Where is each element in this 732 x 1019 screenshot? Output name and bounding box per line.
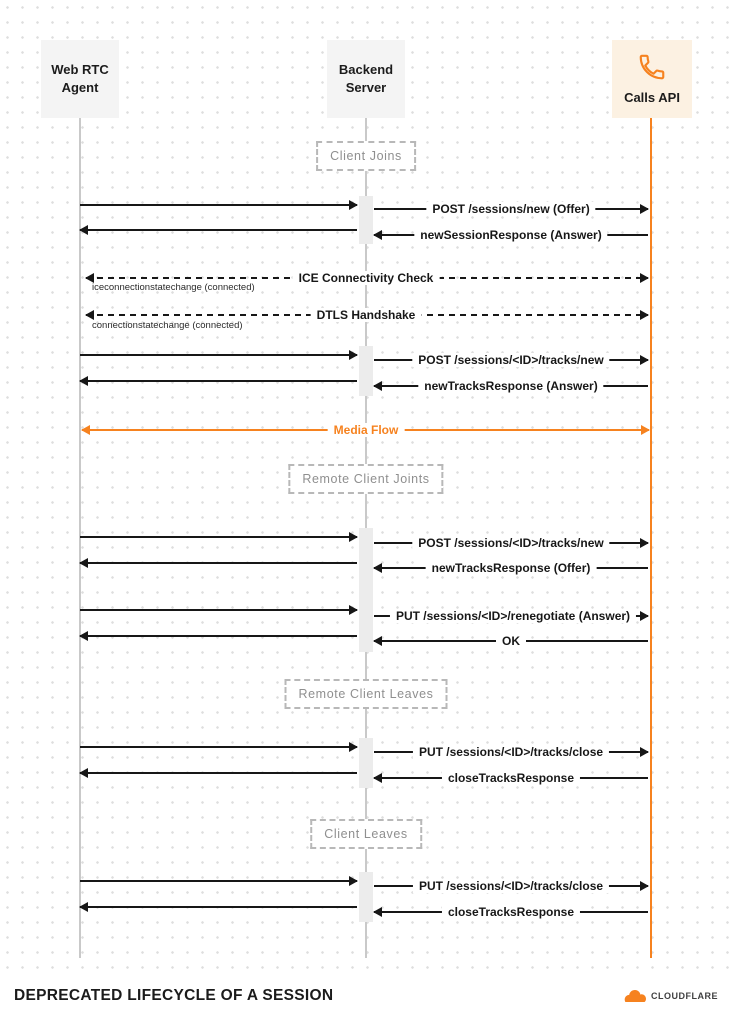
diagram-title: DEPRECATED LIFECYCLE OF A SESSION (14, 987, 334, 1004)
actor-web-rtc-agent: Web RTC Agent (41, 40, 119, 118)
message-label: closeTracksResponse (441, 905, 581, 919)
message-label: ICE Connectivity Check (292, 271, 440, 285)
actor-label: Calls API (624, 89, 680, 105)
message-arrow (79, 902, 357, 912)
message-arrow (80, 742, 358, 752)
message-arrow (79, 768, 357, 778)
message-arrow (80, 532, 358, 542)
actor-label: Backend Server (338, 62, 394, 95)
phase-remote-client-leaves: Remote Client Leaves (284, 679, 448, 709)
actor-calls-api: Calls API (612, 40, 692, 118)
message-label: PUT /sessions/<ID>/renegotiate (Answer) (389, 609, 637, 623)
actor-backend-server: Backend Server (327, 40, 405, 118)
message-arrow (80, 200, 358, 210)
message-arrow (79, 376, 357, 386)
message-label: DTLS Handshake (310, 308, 422, 322)
message-label: PUT /sessions/<ID>/tracks/close (412, 745, 610, 759)
message-label: POST /sessions/new (Offer) (426, 202, 596, 216)
actor-label: Web RTC Agent (51, 62, 109, 95)
activation-bar (359, 872, 373, 922)
message-label: newTracksResponse (Offer) (425, 561, 597, 575)
cloudflare-cloud-icon (624, 990, 646, 1002)
lifeline-calls-api (650, 118, 652, 958)
message-arrow (79, 631, 357, 641)
cloudflare-logo: CLOUDFLARE (623, 990, 718, 1002)
message-label: POST /sessions/<ID>/tracks/new (412, 353, 610, 367)
message-arrow (79, 225, 357, 235)
message-label: Media Flow (327, 423, 405, 437)
message-arrow (80, 350, 358, 360)
brand-text: CLOUDFLARE (651, 991, 718, 1001)
phase-client-leaves: Client Leaves (310, 819, 422, 849)
event-note: iceconnectionstatechange (connected) (92, 282, 255, 293)
event-note: connectionstatechange (connected) (92, 320, 243, 331)
footer-bar: DEPRECATED LIFECYCLE OF A SESSION CLOUDF… (0, 973, 732, 1019)
lifeline-web-rtc-agent (79, 118, 81, 958)
activation-bar (359, 196, 373, 244)
phone-icon (639, 54, 665, 80)
activation-bar (359, 528, 373, 652)
message-label: POST /sessions/<ID>/tracks/new (412, 536, 610, 550)
message-label: PUT /sessions/<ID>/tracks/close (412, 879, 610, 893)
message-arrow (79, 558, 357, 568)
phase-remote-client-joints: Remote Client Joints (288, 464, 444, 494)
message-label: newSessionResponse (Answer) (414, 228, 608, 242)
message-label: newTracksResponse (Answer) (418, 379, 604, 393)
activation-bar (359, 738, 373, 788)
message-label: closeTracksResponse (441, 771, 581, 785)
activation-bar (359, 346, 373, 396)
message-arrow (80, 605, 358, 615)
phase-client-joins: Client Joins (316, 141, 416, 171)
message-arrow (80, 876, 358, 886)
message-label: OK (496, 634, 526, 648)
